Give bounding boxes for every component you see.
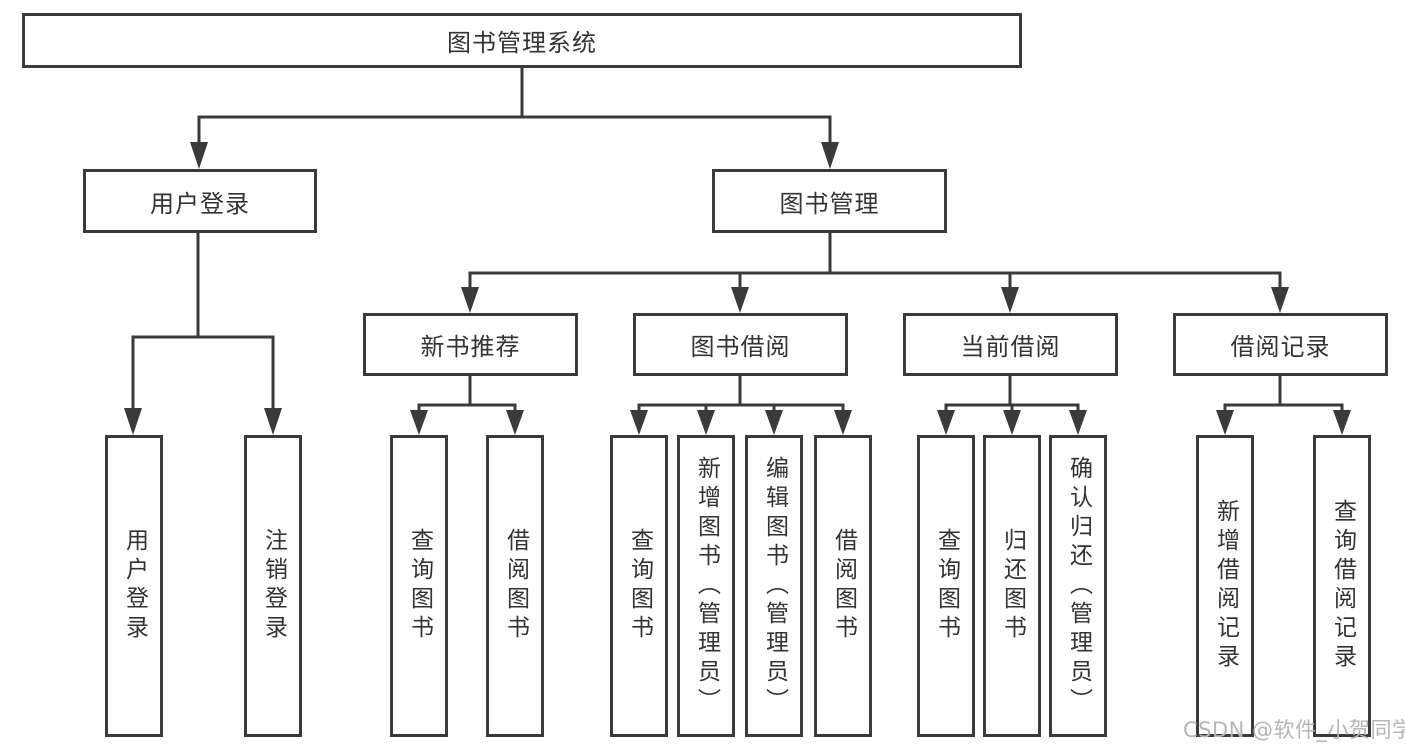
leaf-recommend-query-book: 查询图书 — [390, 435, 448, 737]
node-user-login-label: 用户登录 — [150, 189, 250, 218]
leaf-recommend-borrow-book-label: 借阅图书 — [502, 528, 529, 644]
connector-bookmgmt-to-level3 — [461, 233, 1289, 313]
leaf-current-confirm-return-label: 确认归还（管理员） — [1065, 455, 1092, 717]
leaf-current-confirm-return: 确认归还（管理员） — [1049, 435, 1107, 737]
leaf-recommend-borrow-book: 借阅图书 — [486, 435, 544, 737]
leaf-borrow-query-book-label: 查询图书 — [626, 528, 653, 644]
leaf-logout-label: 注销登录 — [260, 528, 287, 644]
leaf-borrow-borrow-book-label: 借阅图书 — [830, 528, 857, 644]
leaf-borrow-add-book-label: 新增图书（管理员） — [693, 455, 720, 717]
leaf-record-query-record-label: 查询借阅记录 — [1329, 499, 1356, 673]
leaf-borrow-edit-book-label: 编辑图书（管理员） — [761, 455, 788, 717]
leaf-logout: 注销登录 — [244, 435, 302, 737]
node-root-label: 图书管理系统 — [447, 29, 597, 57]
node-current-borrow: 当前借阅 — [903, 313, 1118, 376]
leaf-user-login-label: 用户登录 — [121, 528, 148, 644]
leaf-borrow-add-book: 新增图书（管理员） — [677, 435, 735, 737]
connector-borrow-to-leaves — [630, 376, 852, 435]
connector-record-to-leaves — [1216, 376, 1351, 435]
node-book-borrow-label: 图书借阅 — [690, 333, 791, 361]
leaf-current-return-book: 归还图书 — [983, 435, 1041, 737]
connector-userlogin-to-leaves — [124, 233, 282, 435]
leaf-user-login: 用户登录 — [105, 435, 163, 737]
node-borrow-record: 借阅记录 — [1173, 313, 1388, 376]
leaf-record-add-record: 新增借阅记录 — [1196, 435, 1254, 737]
connector-recommend-to-leaves — [410, 376, 524, 435]
leaf-record-add-record-label: 新增借阅记录 — [1212, 499, 1239, 673]
leaf-current-query-book-label: 查询图书 — [933, 528, 960, 644]
csdn-watermark: CSDN @软件_小贺同学 — [1183, 718, 1405, 742]
node-book-management: 图书管理 — [712, 169, 947, 233]
leaf-current-return-book-label: 归还图书 — [999, 528, 1026, 644]
leaf-borrow-borrow-book: 借阅图书 — [814, 435, 872, 737]
node-borrow-record-label: 借阅记录 — [1230, 333, 1331, 361]
node-book-borrow: 图书借阅 — [633, 313, 848, 376]
leaf-borrow-edit-book: 编辑图书（管理员） — [745, 435, 803, 737]
node-book-management-label: 图书管理 — [779, 189, 880, 218]
connector-root-to-level2 — [190, 68, 839, 169]
node-root: 图书管理系统 — [22, 13, 1022, 68]
connector-current-to-leaves — [937, 376, 1087, 435]
node-current-borrow-label: 当前借阅 — [960, 333, 1061, 361]
leaf-borrow-query-book: 查询图书 — [610, 435, 668, 737]
node-user-login: 用户登录 — [83, 169, 317, 233]
node-new-book-recommend: 新书推荐 — [363, 313, 578, 376]
leaf-record-query-record: 查询借阅记录 — [1313, 435, 1371, 737]
leaf-current-query-book: 查询图书 — [917, 435, 975, 737]
node-new-book-recommend-label: 新书推荐 — [420, 333, 521, 361]
leaf-recommend-query-book-label: 查询图书 — [406, 528, 433, 644]
